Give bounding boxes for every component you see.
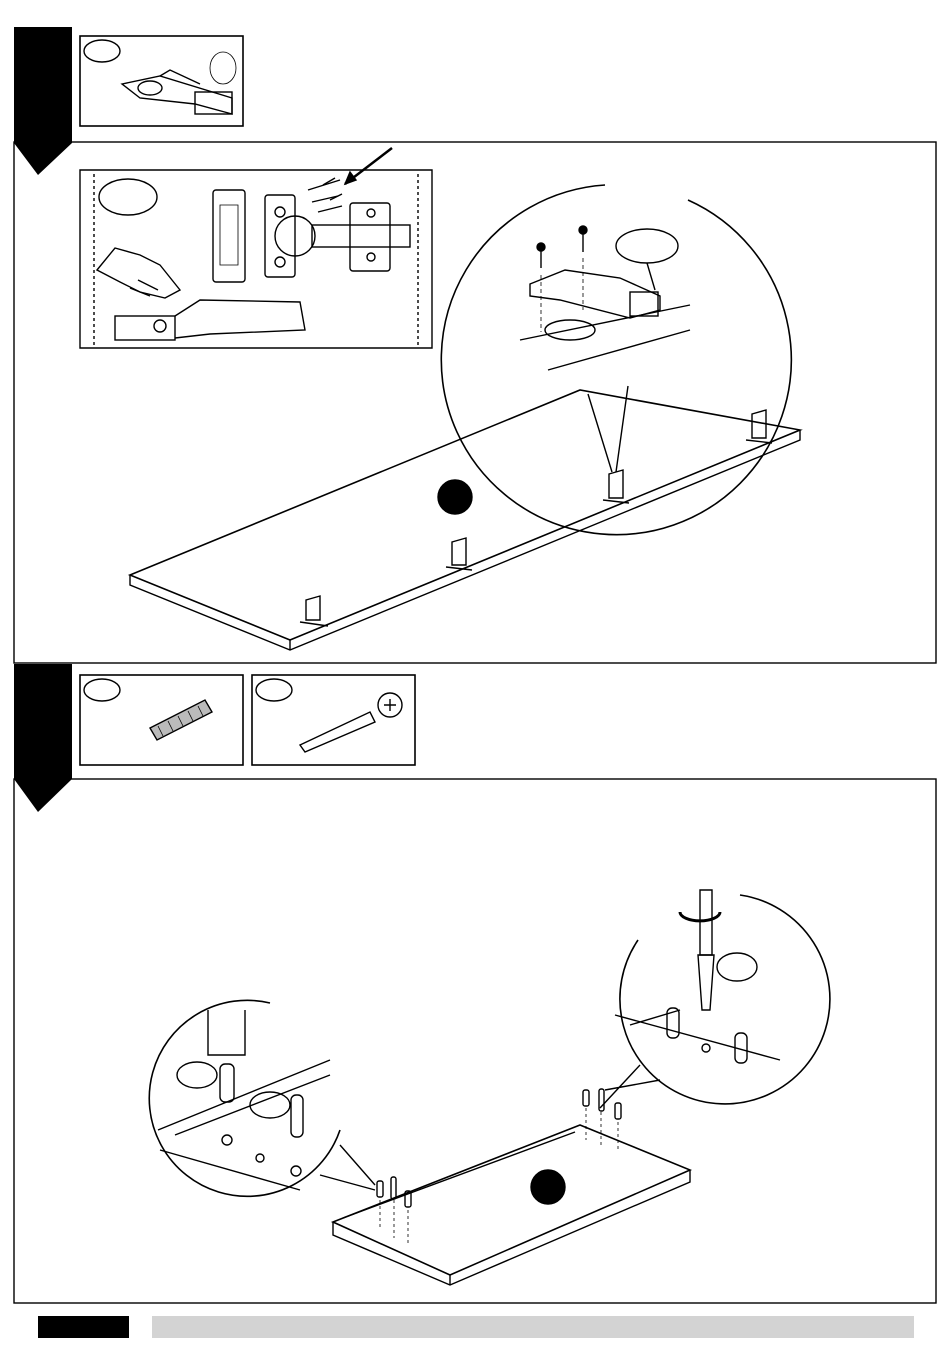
- part-label-circle: [616, 229, 678, 263]
- step-2-frame: [14, 779, 936, 1303]
- footer-block: [38, 1316, 129, 1338]
- part-label-circle: [84, 679, 120, 701]
- part-label-circle: [177, 1062, 217, 1088]
- bolt-zoom-circle: [615, 890, 830, 1104]
- cam-bolt-icon: [391, 1089, 604, 1199]
- screwdriver-icon: [680, 890, 720, 1010]
- dowel-icon: [377, 1090, 621, 1207]
- part-label-circle: [256, 679, 292, 701]
- part-label-circle: [717, 953, 757, 981]
- part-marker: [438, 480, 472, 514]
- dowel-icon: [150, 700, 212, 740]
- hinge-plate-icon: [213, 190, 245, 282]
- part-label-circle: [99, 179, 157, 215]
- screws-icon: [308, 178, 342, 212]
- step-2: [14, 664, 936, 1303]
- hinge-side-icon: [115, 300, 305, 340]
- step-1-marker: [14, 27, 72, 175]
- step-1: [14, 27, 936, 663]
- callout-lines: [320, 1145, 375, 1190]
- hinge-zoom-circle: [441, 185, 791, 535]
- part-marker: [531, 1170, 565, 1204]
- step-2-marker: [14, 664, 72, 812]
- callout-lines: [600, 1065, 660, 1108]
- part-label-circle: [210, 52, 236, 84]
- cam-bolt-icon: [300, 693, 402, 752]
- part-label-circle: [84, 40, 120, 62]
- screw-icon: [537, 226, 587, 268]
- footer-bar: [152, 1316, 914, 1338]
- dowel-icon: [220, 1064, 234, 1102]
- cam-bolt-icon: [291, 1095, 303, 1137]
- dowel-parts-box: [80, 675, 243, 765]
- part-label-circle: [250, 1092, 290, 1118]
- step-1-parts-box: [80, 36, 243, 126]
- panel-a: [130, 390, 800, 650]
- callout-lines: [588, 386, 628, 472]
- hinge-icon: [530, 270, 660, 340]
- hinge-icon: [300, 410, 772, 626]
- panel-b: [333, 1089, 690, 1285]
- hinge-detail-card: [80, 148, 432, 348]
- hand-icon: [97, 248, 180, 298]
- cam-bolt-parts-box: [252, 675, 415, 765]
- dowel-zoom-circle: [149, 1000, 340, 1196]
- hinge-icon: [122, 70, 232, 114]
